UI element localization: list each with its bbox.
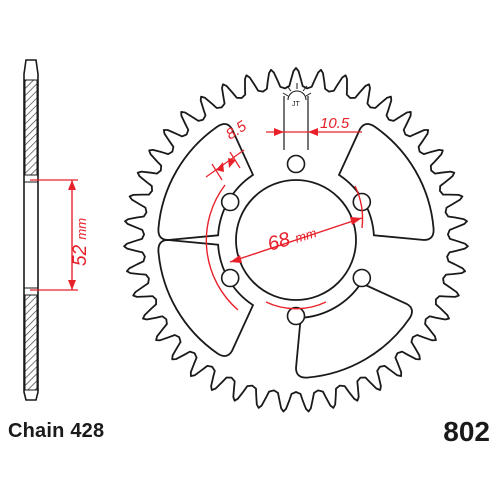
- hub-dimension-label: 52 mm: [70, 218, 91, 266]
- side-profile: 52 mm: [23, 59, 91, 401]
- lightening-cutout-4: [157, 239, 255, 357]
- bolt-hole-1: [286, 154, 306, 174]
- lightening-cutout-2: [337, 123, 435, 241]
- offset-dimension-label: 10.5: [320, 115, 350, 132]
- bolt-hole-5: [220, 268, 240, 288]
- bolt-circle-arc-left: [205, 184, 239, 311]
- bolt-hole-4: [286, 306, 306, 326]
- bolt-circle-label: 68 mm: [265, 220, 319, 256]
- lightening-cutout-3: [295, 281, 413, 379]
- bolt-hole-6: [220, 192, 240, 212]
- lightening-cutout-1: [157, 123, 255, 241]
- svg-text:JT: JT: [292, 101, 301, 108]
- side-hatch-top: [24, 79, 38, 176]
- chain-size-label: Chain 428: [8, 420, 105, 442]
- bolt-circle-diameter-line: [229, 217, 363, 263]
- lightening-cutouts: [157, 123, 435, 379]
- bolt-circle-arc-right: [354, 185, 364, 229]
- bolt-holes: [220, 154, 372, 326]
- bolt-hole-3: [352, 268, 372, 288]
- side-hatch-bottom: [24, 294, 38, 391]
- bolt-circle-arc-bottom: [265, 301, 327, 310]
- sun-logo-icon: JT: [282, 83, 312, 108]
- part-number-label: 802: [443, 416, 490, 447]
- sprocket-front-view: 68 mm 8.5 10.5 JT: [123, 67, 469, 413]
